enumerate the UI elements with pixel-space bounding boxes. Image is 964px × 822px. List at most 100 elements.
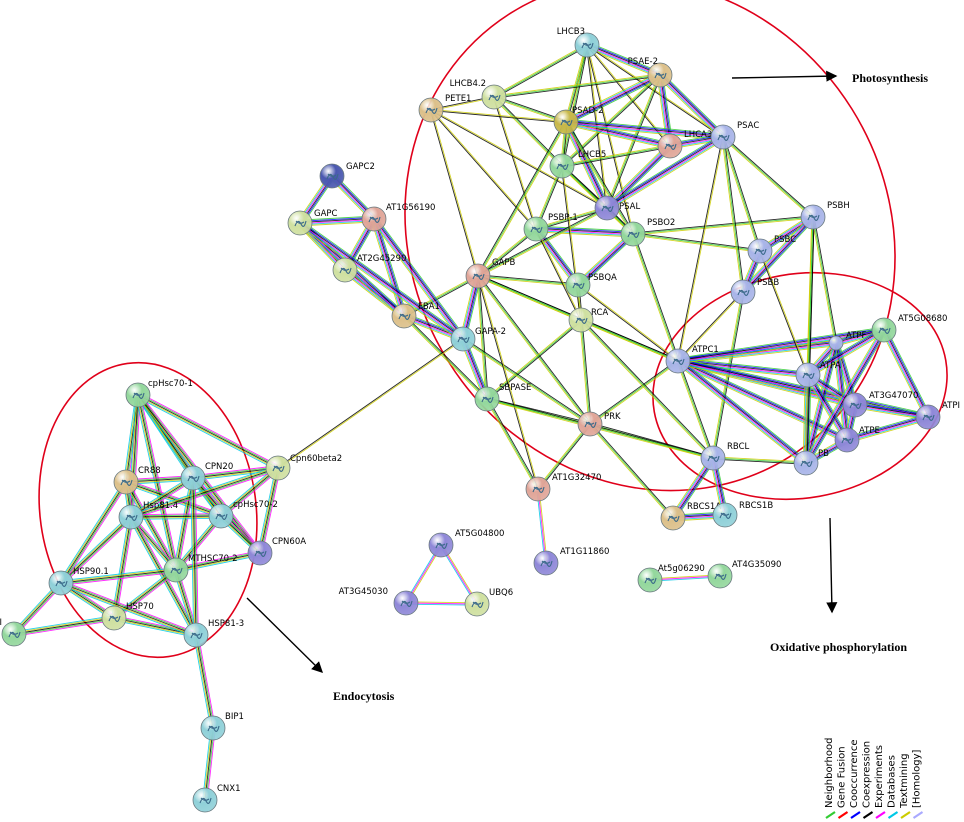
node-cpn60beta2[interactable]: Cpn60beta2 — [265, 454, 342, 481]
edge-evidence-line — [478, 122, 568, 277]
node-cphsc70-2[interactable]: cpHsc70-2 — [208, 500, 278, 529]
node-hsp81-4[interactable]: Hsp81.4 — [118, 501, 178, 530]
node-at5g08680[interactable]: AT5G08680 — [871, 314, 947, 343]
node-gapc2[interactable]: GAPC2 — [319, 162, 375, 189]
edge-evidence-line — [125, 481, 222, 517]
node-lhcb3[interactable]: LHCB3 — [557, 27, 600, 58]
node-atpi[interactable]: ATPI — [915, 401, 960, 430]
protein-structure-icon — [254, 550, 267, 557]
node-at1g56190[interactable]: AT1G56190 — [361, 203, 435, 232]
edge-PSAC-PSBH — [721, 135, 815, 219]
edge-evidence-line — [723, 136, 762, 251]
edge-PB-RBCL — [712, 456, 807, 465]
edge-evidence-line — [631, 234, 678, 362]
edge-ATPC1-PB — [675, 358, 809, 466]
node-ubq6[interactable]: UBQ6 — [464, 588, 513, 617]
node-at5g06290[interactable]: At5g06290 — [637, 564, 705, 593]
edge-evidence-line — [806, 327, 883, 373]
edge-evidence-line — [61, 482, 128, 584]
node-psbqa[interactable]: PSBQA — [565, 272, 617, 298]
node-prk[interactable]: PRK — [577, 411, 621, 437]
node-at1g11860[interactable]: AT1G11860 — [533, 547, 609, 576]
edge-evidence-line — [632, 233, 679, 362]
node-cnx1[interactable]: CNX1 — [192, 784, 241, 813]
node-rca[interactable]: RCA — [568, 307, 608, 333]
node-cphsc70-1[interactable]: cpHsc70-1 — [125, 379, 193, 408]
edge-evidence-line — [372, 219, 462, 341]
node-lhcb5[interactable]: LHCB5 — [549, 150, 606, 179]
node-at4g35090[interactable]: AT4G35090 — [707, 560, 781, 589]
node-sbpase[interactable]: SBPASE — [474, 383, 531, 412]
edge-evidence-line — [607, 138, 725, 210]
node-cpn20[interactable]: CPN20 — [180, 462, 233, 491]
node-rbcs1b[interactable]: RBCS1B — [712, 501, 773, 528]
node-label: ATPA — [820, 361, 841, 371]
edge-evidence-line — [219, 466, 278, 516]
node-sphere[interactable] — [828, 335, 844, 351]
node-label: LHCB5 — [578, 150, 606, 160]
node-hsp81-3[interactable]: HSP81-3 — [183, 619, 244, 648]
edge-evidence-line — [477, 276, 538, 490]
edge-evidence-line — [477, 275, 488, 400]
edge-evidence-line — [14, 619, 115, 637]
edge-evidence-line — [114, 570, 177, 620]
node-gapa-2[interactable]: GAPA-2 — [450, 326, 506, 352]
node-lhca3[interactable]: LHCA3 — [657, 130, 712, 159]
node-atpe[interactable]: ATPE — [834, 426, 880, 453]
edge-evidence-line — [175, 550, 260, 569]
node-fba1[interactable]: FBA1 — [391, 302, 440, 329]
node-psbb[interactable]: PSBB — [730, 278, 779, 305]
node-pete1[interactable]: PETE1 — [418, 94, 471, 123]
node-gapb[interactable]: GAPB — [465, 258, 516, 289]
node-cr88[interactable]: CR88 — [113, 466, 161, 495]
node-psbc[interactable]: PSBC — [747, 235, 796, 264]
node-psbo2[interactable]: PSBO2 — [620, 218, 675, 247]
node-lhcb4-2[interactable]: LHCB4.2 — [450, 79, 507, 110]
edge-evidence-line — [59, 514, 130, 582]
node-at3g47070[interactable]: AT3G47070 — [842, 391, 918, 418]
edge-evidence-line — [658, 75, 723, 139]
node-atpf[interactable]: ATPF — [828, 331, 866, 351]
edge-evidence-line — [566, 75, 661, 123]
node-psad-2[interactable]: PSAD-2 — [553, 106, 604, 135]
node-rbcl[interactable]: RBCL — [700, 442, 750, 471]
node-hsp70[interactable]: HSP70 — [101, 602, 154, 631]
node-atpa[interactable]: ATPA — [795, 361, 841, 388]
node-at5g04800[interactable]: AT5G04800 — [428, 529, 504, 558]
protein-structure-icon — [572, 282, 585, 289]
node-label: CR88 — [138, 466, 161, 476]
node-hsp90-1[interactable]: HSP90.1 — [48, 567, 109, 596]
node-gapc[interactable]: GAPC — [287, 209, 338, 236]
edge-evidence-line — [660, 74, 724, 137]
edge-evidence-line — [536, 423, 590, 489]
node-mthsc70-2[interactable]: MTHSC70-2 — [163, 554, 238, 583]
edge-evidence-line — [587, 41, 662, 73]
node-at1g32470[interactable]: AT1G32470 — [525, 473, 601, 502]
node-rbcs1a[interactable]: RBCS1A — [660, 502, 721, 531]
edge-PSBP-1-RCA — [535, 228, 582, 321]
edge-GAPB-SBPASE — [476, 275, 489, 400]
edge-evidence-line — [175, 477, 194, 571]
node-psbh[interactable]: PSBH — [800, 201, 850, 230]
node-label: PSBO2 — [647, 218, 675, 228]
node-atpc1[interactable]: ATPC1 — [665, 345, 719, 374]
edge-evidence-line — [678, 331, 885, 364]
edge-evidence-line — [260, 468, 280, 554]
edge-evidence-line — [538, 424, 592, 490]
node-hsp17-6ii[interactable]: HSP17.6II — [0, 618, 27, 647]
protein-structure-icon — [754, 248, 767, 255]
edge-evidence-line — [494, 75, 661, 99]
node-pb[interactable]: PB — [793, 449, 829, 476]
node-bip1[interactable]: BIP1 — [200, 712, 244, 741]
node-psac[interactable]: PSAC — [710, 121, 759, 150]
edge-evidence-line — [462, 339, 590, 426]
node-at2g45290[interactable]: AT2G45290 — [332, 254, 406, 283]
node-cpn60a[interactable]: CPN60A — [247, 537, 306, 566]
edge-evidence-line — [137, 395, 278, 470]
node-psae-2[interactable]: PSAE-2 — [628, 57, 673, 88]
edge-evidence-line — [375, 217, 465, 339]
edge-evidence-line — [565, 122, 607, 209]
node-psal[interactable]: PSAL — [594, 195, 640, 221]
node-psbp-1[interactable]: PSBP-1 — [523, 213, 578, 242]
node-at3g45030[interactable]: AT3G45030 — [339, 587, 419, 616]
